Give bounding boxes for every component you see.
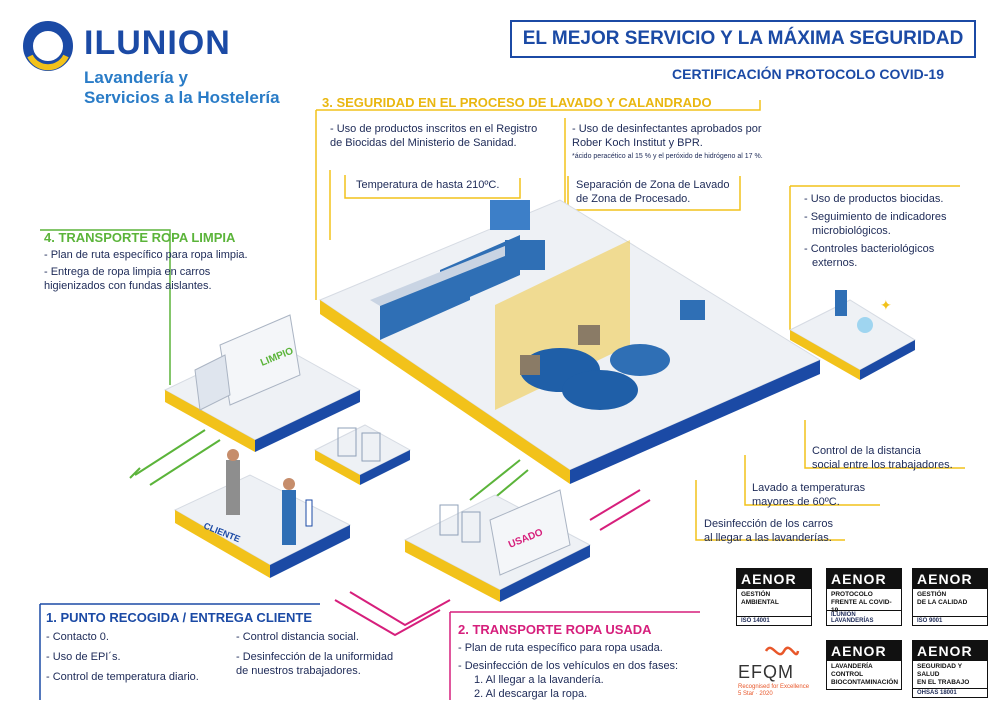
headline-box: EL MEJOR SERVICIO Y LA MÁXIMA SEGURIDAD	[510, 20, 976, 58]
section4-list: - Plan de ruta específico para ropa limp…	[44, 249, 248, 292]
section2-list: - Plan de ruta específico para ropa usad…	[458, 642, 679, 700]
section3-title: 3. SEGURIDAD EN EL PROCESO DE LAVADO Y C…	[322, 95, 712, 110]
ilunion-logo-icon	[23, 21, 73, 71]
certification-title: CERTIFICACIÓN PROTOCOLO COVID-19	[672, 66, 944, 82]
section3-item1: - Uso de productos inscritos en el Regis…	[330, 123, 538, 149]
brand-name: ILUNION	[84, 24, 231, 62]
efqm-logo-icon	[764, 646, 800, 656]
section2-title: 2. TRANSPORTE ROPA USADA	[458, 622, 652, 637]
svg-text:✦: ✦	[880, 297, 892, 313]
section1-title: 1. PUNTO RECOGIDA / ENTREGA CLIENTE	[46, 610, 313, 625]
temperature-callout: Temperatura de hasta 210ºC.	[356, 179, 500, 191]
section1-col-a: - Contacto 0. - Uso de EPI´s. - Control …	[46, 631, 199, 683]
efqm-label: EFQM	[738, 662, 794, 682]
lab-list: - Uso de productos biocidas. - Seguimien…	[804, 193, 947, 269]
brand-subtitle: Lavandería y Servicios a la Hostelería	[84, 68, 280, 107]
section4-title: 4. TRANSPORTE ROPA LIMPIA	[44, 230, 236, 245]
section1-col-b: - Control distancia social. - Desinfecci…	[236, 631, 394, 677]
